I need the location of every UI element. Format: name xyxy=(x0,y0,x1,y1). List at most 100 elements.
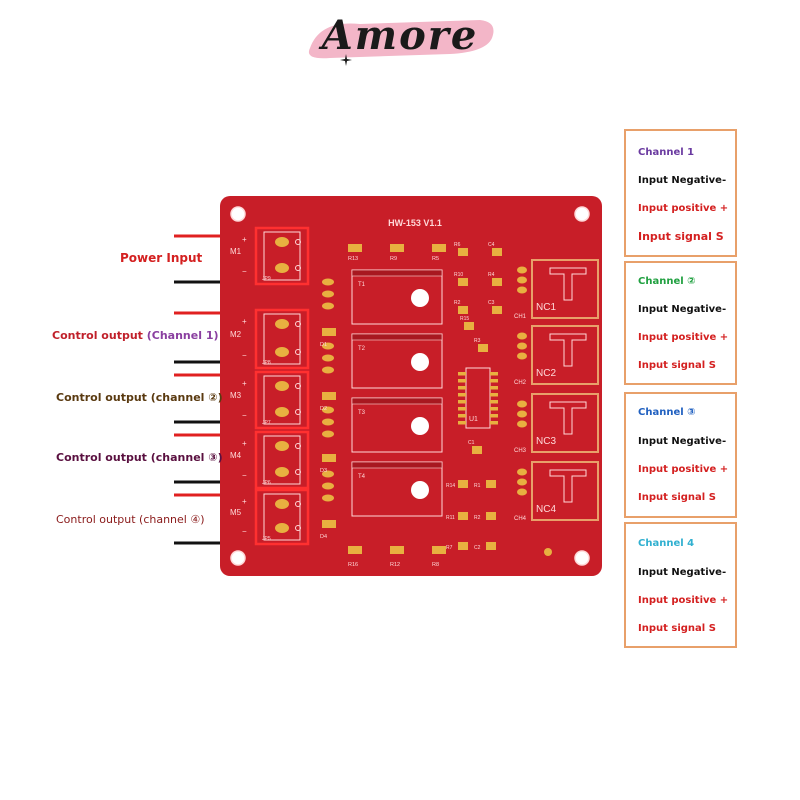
diode-pad xyxy=(322,520,336,528)
header-pin-pad xyxy=(517,488,527,496)
diode-label: D3 xyxy=(320,468,327,474)
channel-input-positive: Input positive + xyxy=(638,595,729,606)
smd-pad xyxy=(458,306,468,314)
transistor-mount-hole xyxy=(411,481,429,499)
connector-label: M1 xyxy=(230,247,242,256)
terminal-outline xyxy=(263,435,301,485)
label-control-output-1-prefix: Control output xyxy=(52,329,147,342)
sparkle-icon xyxy=(340,54,352,66)
terminal-highlight xyxy=(254,308,310,370)
resistor-label: R13 xyxy=(348,256,358,262)
transistor-label: T1 xyxy=(358,282,366,288)
connector-label: M3 xyxy=(230,391,242,400)
resistor-pad xyxy=(348,244,362,252)
pcb-substrate xyxy=(220,196,602,576)
terminal-pad xyxy=(275,263,289,273)
terminal-pad xyxy=(275,523,289,533)
smd-label: C3 xyxy=(488,300,495,306)
terminal-pad xyxy=(275,347,289,357)
terminal-via xyxy=(295,525,301,531)
plus-sign: + xyxy=(242,317,247,326)
label-control-output-4: Control output (channel ④) xyxy=(56,513,205,526)
diode-pad xyxy=(322,454,336,462)
minus-sign: − xyxy=(242,267,247,276)
resistor-label: R8 xyxy=(432,562,439,568)
brand-logo: Amore xyxy=(300,8,500,68)
terminal-via xyxy=(295,409,301,415)
jumper-label: JP6 xyxy=(262,480,271,486)
channel-label: CH2 xyxy=(514,380,527,386)
mounting-hole xyxy=(231,551,245,565)
ic-pin xyxy=(490,393,498,397)
transistor-pin-pad xyxy=(322,302,334,310)
channel-label: CH3 xyxy=(514,448,527,454)
channel-box-2: Channel ② Input Negative- Input positive… xyxy=(624,261,737,385)
smd-pad xyxy=(458,480,468,488)
diode-pad xyxy=(322,328,336,336)
relay-contact-outline xyxy=(549,401,587,435)
ic-pin xyxy=(458,414,466,418)
header-pin-pad xyxy=(517,420,527,428)
terminal-highlight xyxy=(254,430,310,490)
header-pin-pad xyxy=(517,332,527,340)
minus-sign: − xyxy=(242,351,247,360)
connector-label: M4 xyxy=(230,451,242,460)
minus-sign: − xyxy=(242,471,247,480)
header-pin-pad xyxy=(517,400,527,408)
heatsink-tab xyxy=(351,269,443,277)
header-pin-pad xyxy=(517,342,527,350)
ic-pin xyxy=(458,407,466,411)
pcb-board: M1+−JP9M2+−JP8M3+−JP7M4+−JP6M5+−JP5T1T2T… xyxy=(220,196,602,576)
relay-highlight xyxy=(531,461,599,521)
plus-sign: + xyxy=(242,439,247,448)
relay-highlight xyxy=(531,393,599,453)
transistor-pin-pad xyxy=(322,430,334,438)
connector-label: M5 xyxy=(230,508,242,517)
diode-label: D1 xyxy=(320,342,327,348)
transistor-mount-hole xyxy=(411,353,429,371)
heatsink-tab xyxy=(351,397,443,405)
channel-input-negative: Input Negative- xyxy=(638,567,727,578)
channel-input-negative: Input Negative- xyxy=(638,304,727,315)
transistor-pin-pad xyxy=(322,366,334,374)
logo-brush-stroke xyxy=(308,20,494,59)
brand-name: Amore xyxy=(321,12,479,59)
smd-pad xyxy=(458,248,468,256)
channel-input-signal: Input signal S xyxy=(638,360,716,371)
transistor-pin-pad xyxy=(322,470,334,478)
terminal-via xyxy=(295,501,301,507)
smd-pad xyxy=(486,512,496,520)
terminal-via xyxy=(295,349,301,355)
relay-label: NC1 xyxy=(536,302,556,313)
smd-label: R2 xyxy=(454,300,461,306)
smd-pad xyxy=(458,542,468,550)
mounting-hole xyxy=(575,551,589,565)
header-pin-pad xyxy=(517,276,527,284)
smd-label: R3 xyxy=(474,338,481,344)
label-control-output-2: Control output (channel ②) xyxy=(56,391,223,404)
smd-pad xyxy=(492,248,502,256)
relay-label: NC4 xyxy=(536,504,556,515)
smd-label: C1 xyxy=(468,440,475,446)
jumper-label: JP8 xyxy=(262,360,271,366)
ic-pin xyxy=(458,421,466,425)
resistor-label: R16 xyxy=(348,562,358,568)
ic-pin xyxy=(490,400,498,404)
smd-label: R14 xyxy=(446,483,455,489)
label-power-input: Power Input xyxy=(120,251,203,265)
terminal-pad xyxy=(275,467,289,477)
channel-label: CH4 xyxy=(514,516,527,522)
terminal-pad xyxy=(275,407,289,417)
mounting-hole xyxy=(575,207,589,221)
smd-pad xyxy=(486,480,496,488)
mounting-hole-ring xyxy=(574,550,590,566)
channel-box-3: Channel ③ Input Negative- Input positive… xyxy=(624,392,737,518)
header-pin-pad xyxy=(517,286,527,294)
resistor-label: R5 xyxy=(432,256,439,262)
channel-input-signal: Input signal S xyxy=(638,492,716,503)
transistor-pin-pad xyxy=(322,278,334,286)
smd-label: R11 xyxy=(446,515,455,521)
smd-pad xyxy=(458,278,468,286)
terminal-highlight xyxy=(254,488,310,546)
terminal-outline xyxy=(263,313,301,365)
